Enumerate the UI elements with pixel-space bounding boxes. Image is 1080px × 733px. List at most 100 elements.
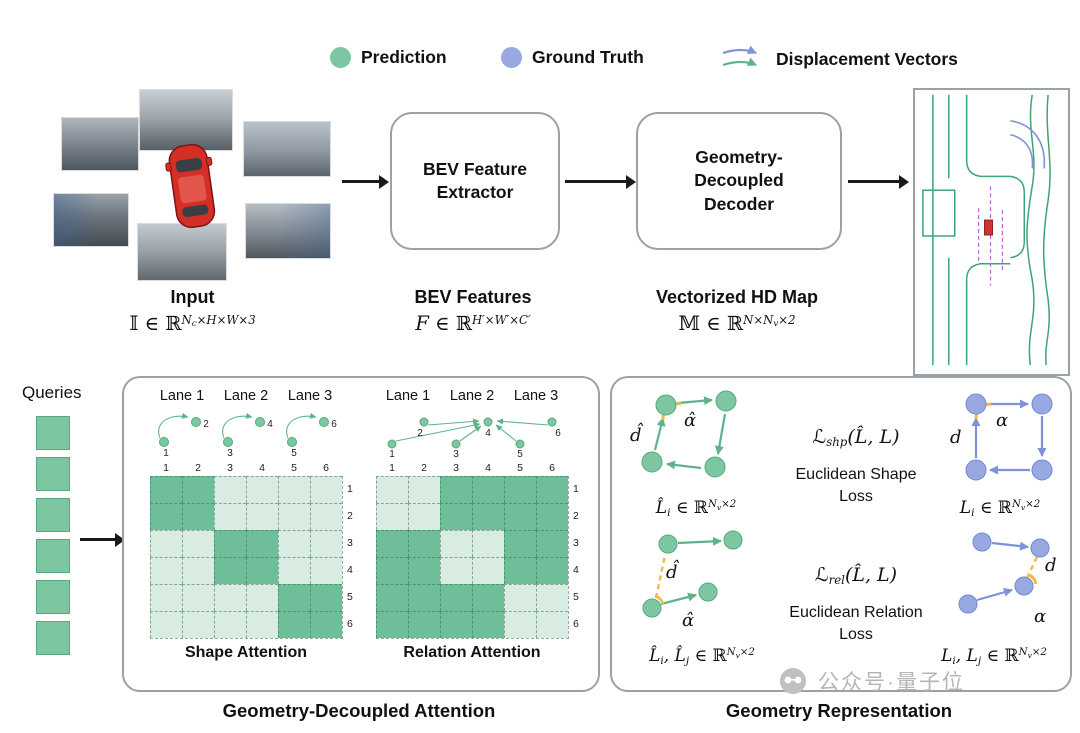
pred-rel-d-label: d̂ [666,558,680,583]
index-label: 6 [549,462,555,474]
attention-matrix-cell [246,476,278,503]
attention-matrix-cell [246,584,278,611]
decoder-box-line3: Decoder [703,193,775,214]
arrow-decoder-to-map [848,174,909,189]
attention-matrix-cell [150,611,182,638]
index-label: 1 [389,462,395,474]
svg-text:4: 4 [267,419,273,430]
attention-matrix-cell [376,584,408,611]
attention-matrix-cell [214,611,246,638]
legend-displacement-vectors: Displacement Vectors [720,45,958,73]
attention-matrix-cell [472,557,504,584]
attention-matrix-cell [246,503,278,530]
input-caption: Input [170,287,215,307]
index-label: 2 [195,462,201,474]
relation-attention-matrix [376,476,569,639]
legend-ground-truth: Ground Truth [501,47,644,68]
query-token [36,457,70,491]
attention-matrix-cell [246,611,278,638]
attention-matrix-cell [182,476,214,503]
attention-matrix-cell [182,611,214,638]
attention-matrix-cell [408,584,440,611]
attention-matrix-cell [278,611,310,638]
gt-d-label: d [950,427,962,448]
query-token [36,580,70,614]
query-token [36,416,70,450]
pred-relation-formula: L̂i, L̂j ∈ ℝNv×2 [649,646,755,667]
bev-box-line2: Extractor [436,182,514,202]
camera-image [54,194,128,246]
attention-matrix-cell [182,557,214,584]
ego-car-icon [165,143,216,229]
hd-map-illustration [913,88,1070,376]
vectorized-hd-map-caption: Vectorized HD Map [655,287,819,307]
index-label: 5 [291,462,297,474]
shape-lane2-diagram: 3 4 [222,412,273,459]
index-label: Lane 1 [385,388,431,404]
attention-matrix-cell [472,476,504,503]
index-label: 3 [347,537,353,549]
arrow-input-to-bev [342,174,389,189]
index-label: Lane 1 [159,388,205,404]
prediction-shape-diagram: d̂ α̂ [630,390,737,478]
attention-matrix-cell [472,503,504,530]
prediction-dot-icon [330,47,351,68]
index-label: 6 [347,618,353,630]
index-label: 5 [517,462,523,474]
attention-matrix-cell [182,584,214,611]
pred-d-label: d̂ [630,421,644,446]
shape-node-diagrams: 1 2 3 4 5 6 [150,408,342,460]
attention-matrix-cell [310,530,342,557]
index-label: 4 [259,462,265,474]
attention-matrix-cell [536,611,568,638]
attention-matrix-cell [504,557,536,584]
index-label: 3 [227,462,233,474]
svg-text:3: 3 [227,448,233,459]
attention-matrix-cell [150,557,182,584]
legend-prediction: Prediction [330,47,447,68]
pred-shape-formula: L̂i ∈ ℝNv×2 [655,498,737,519]
shape-attention-label: Shape Attention [184,644,308,661]
decoder-box-line2: Decoupled [694,170,784,191]
query-token [36,539,70,573]
attention-matrix-cell [278,557,310,584]
index-label: Lane 2 [449,388,495,404]
attention-matrix-cell [150,584,182,611]
attention-matrix-cell [376,557,408,584]
attention-matrix-cell [214,584,246,611]
geometry-section-title: Geometry Representation [725,700,953,721]
shape-loss-formula: ℒshp(L̂, L) [812,426,900,449]
svg-text:1: 1 [389,449,395,460]
displacement-vectors-label: Displacement Vectors [776,48,958,69]
decoder-box-line1: Geometry- [695,147,783,168]
svg-text:3: 3 [453,449,459,460]
attention-matrix-cell [408,557,440,584]
relation-attention-label: Relation Attention [403,644,541,661]
attention-matrix-cell [536,530,568,557]
attention-matrix-cell [376,503,408,530]
geometry-representation-box: d̂ α̂ L̂i ∈ ℝNv×2 ℒshp(L̂, L) Euclidean … [610,376,1072,692]
bev-box-line1: BEV Feature [422,158,528,179]
index-label: 4 [485,462,491,474]
attention-matrix-cell [182,503,214,530]
attention-matrix-cell [310,557,342,584]
gt-relation-formula: Li, Lj ∈ ℝNv×2 [941,646,1047,667]
attention-matrix-cell [536,476,568,503]
attention-matrix-cell [472,530,504,557]
index-label: 6 [323,462,329,474]
input-dimension-formula: 𝕀 ∈ ℝNc×H×W×3 [129,312,256,335]
prediction-relation-diagram: d̂ α̂ [642,530,743,631]
query-token [36,498,70,532]
relation-lanes-diagram: 1 2 3 4 5 6 [387,417,561,460]
shape-attention-matrix [150,476,343,639]
index-label: 2 [347,510,353,522]
attention-matrix-cell [376,611,408,638]
svg-text:2: 2 [203,419,209,430]
